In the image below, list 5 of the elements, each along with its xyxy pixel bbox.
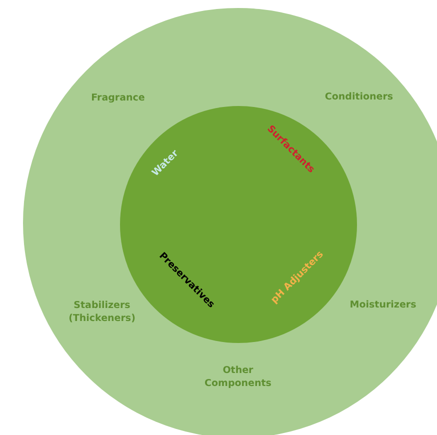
component-label: Other Components bbox=[204, 365, 272, 391]
component-label: Fragrance bbox=[91, 92, 145, 106]
component-label: Stabilizers (Thickeners) bbox=[68, 300, 136, 326]
component-label: Conditioners bbox=[324, 92, 394, 104]
component-label: Moisturizers bbox=[350, 300, 416, 312]
